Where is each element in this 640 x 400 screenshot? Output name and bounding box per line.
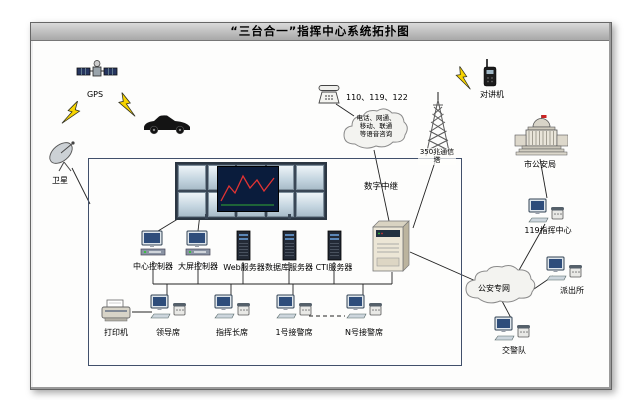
hotline-phone-icon: [318, 85, 340, 104]
lan-boundary-box: [88, 158, 462, 366]
digital-trunk-cabinet-icon: [372, 220, 410, 272]
police-station-workstation-icon: [546, 256, 582, 282]
police-bureau-label: 市公安局: [524, 160, 556, 169]
satellite-dish-label: 卫星: [52, 176, 68, 185]
patrol-car-icon: [144, 115, 190, 135]
web-server-icon: [236, 230, 251, 261]
fire-center-workstation-icon: [528, 198, 564, 224]
center-controller-icon: [136, 230, 170, 260]
leader-seat-label: 领导席: [156, 328, 180, 337]
diagram-title: “三台合一”指挥中心系统拓扑图: [31, 23, 609, 41]
wall-screen: [296, 165, 324, 190]
fire-center-label: 119指挥中心: [524, 226, 572, 235]
voice-cloud-label: 电话、网通、 移动、联通 等语音咨询: [356, 114, 396, 138]
wall-screen: [178, 192, 206, 217]
web-server-label: Web服务器: [223, 263, 265, 272]
cti-server-icon: [327, 230, 342, 261]
wall-stand-leg: [288, 214, 291, 219]
wall-screen: [296, 192, 324, 217]
wall-center-display: [217, 166, 279, 212]
leader-seat-icon: [150, 294, 186, 320]
hotlines-label: 110、119、122: [346, 93, 408, 102]
radio-tower-label: 350兆通信塔: [418, 148, 456, 165]
traffic-police-workstation-icon: [494, 316, 530, 342]
police-net-label: 公安专网: [478, 284, 510, 293]
seat-1-label: 1号接警席: [275, 328, 313, 337]
center-controller-label: 中心控制器: [133, 262, 173, 271]
seat-n-icon: [346, 294, 382, 320]
wall-stand-leg: [205, 214, 208, 219]
printer-label: 打印机: [104, 328, 128, 337]
db-server-label: 数据库服务器: [265, 263, 313, 272]
db-server-icon: [282, 230, 297, 261]
traffic-police-label: 交警队: [502, 346, 526, 355]
police-station-label: 派出所: [560, 286, 584, 295]
wall-screen: [178, 165, 206, 190]
commander-seat-label: 指挥长席: [216, 328, 248, 337]
digital-trunk-label: 数字中继: [363, 182, 398, 192]
wall-controller-icon: [181, 230, 215, 260]
satellite-dish-icon: [49, 141, 75, 172]
commander-seat-icon: [214, 294, 250, 320]
voice-network-cloud-icon: [343, 108, 408, 149]
walkie-talkie-label: 对讲机: [480, 90, 504, 99]
seat-n-label: N号接警席: [345, 328, 383, 337]
wall-controller-label: 大屏控制器: [178, 262, 218, 271]
seat-1-icon: [276, 294, 312, 320]
police-bureau-building-icon: [514, 115, 568, 156]
walkie-talkie-icon: [483, 59, 497, 87]
printer-icon: [101, 299, 131, 322]
gps-satellite-icon: [76, 60, 118, 77]
cti-server-label: CTI服务器: [315, 263, 353, 272]
gps-label: GPS: [86, 90, 104, 99]
police-net-cloud-icon: [465, 265, 536, 304]
radio-tower-icon: [425, 92, 451, 157]
